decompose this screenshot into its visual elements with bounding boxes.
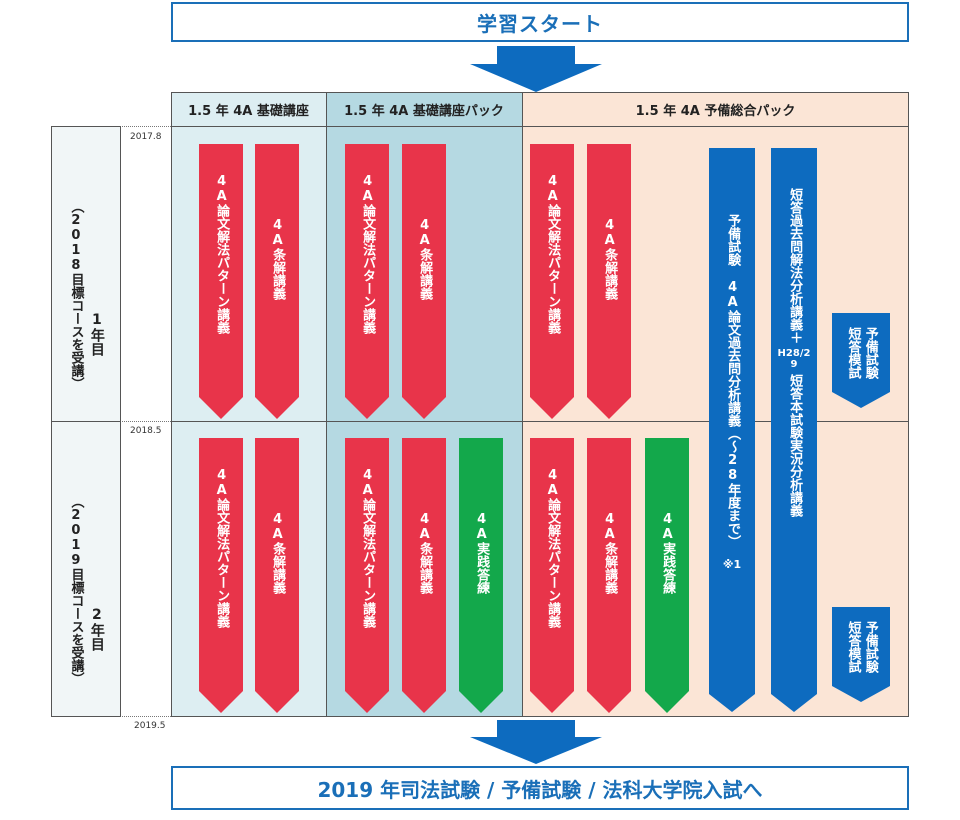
course-label: H28/29 [777,348,811,370]
date-leader [120,126,171,127]
date-leader [120,716,171,717]
mock-exam-arrow: 予備試験 短答模試 [832,607,890,702]
course-label: 4A条解講義 [270,512,286,594]
goal-box: 2019 年司法試験 / 予備試験 / 法科大学院入試へ [171,766,909,810]
course-label: 4A論文解法パターン講義 [214,174,230,334]
down-arrow-icon [470,46,602,92]
course-label: 4A条解講義 [602,218,618,300]
course-label: 4A実践答練 [474,512,490,594]
course-label: 4A条解講義 [602,512,618,594]
course-ribbon-jokai: 4A条解講義 [587,438,631,713]
course-label: 4A論文解法パターン講義 [360,174,376,334]
course-label: 4A条解講義 [417,512,433,594]
course-label: 4A論文解法パターン講義 [360,468,376,628]
course-ribbon-ronbun: 4A論文解法パターン講義 [530,438,574,713]
course-label: 4A論文解法パターン講義 [545,468,561,628]
course-ribbon-ronbun: 4A論文解法パターン講義 [199,438,243,713]
column-bg-kiso [171,92,326,717]
course-ribbon-jokai: 4A条解講義 [255,438,299,713]
course-ribbon-ronbun: 4A論文解法パターン講義 [530,144,574,419]
row-label-year2: 2年目 （2019目標コースを受講） [51,421,121,717]
grid-vline [326,92,327,717]
column-header-kiso-pack: 1.5 年 4A 基礎講座パック [326,92,522,126]
course-label: 4A論文解法パターン講義 [545,174,561,334]
course-label: 4A論文過去問分析講義（〜28年度まで） [725,280,741,548]
column-header-label: 1.5 年 4A 基礎講座パック [344,103,504,119]
date-label: 2019.5 [134,721,166,731]
course-label: 短答過去問解法分析講義＋ [787,188,803,344]
row-year: 1年目 [88,312,105,356]
row-year: 2年目 [88,607,105,651]
course-ribbon-jissen: 4A実践答練 [459,438,503,713]
course-ribbon-jokai: 4A条解講義 [255,144,299,419]
column-header-label: 1.5 年 4A 予備総合パック [635,103,796,119]
course-ribbon-ronbun: 4A論文解法パターン講義 [345,144,389,419]
column-header-yobi-pack: 1.5 年 4A 予備総合パック [522,92,909,126]
mock-exam-arrow: 予備試験 短答模試 [832,313,890,408]
down-arrow-icon [470,720,602,764]
column-header-kiso: 1.5 年 4A 基礎講座 [171,92,326,126]
date-leader [120,421,171,422]
row-label-year1: 1年目 （2018目標コースを受講） [51,126,121,422]
course-label: 予備試験 [725,214,741,266]
course-label: 4A論文解法パターン講義 [214,468,230,628]
course-ribbon-yobi-ronbun-kakomon: 予備試験 4A論文過去問分析講義（〜28年度まで） ※1 [709,148,755,712]
course-label: 4A実践答練 [660,512,676,594]
course-label: 4A条解講義 [417,218,433,300]
course-ribbon-ronbun: 4A論文解法パターン講義 [199,144,243,419]
course-ribbon-jissen: 4A実践答練 [645,438,689,713]
date-label: 2017.8 [130,132,162,142]
course-ribbon-tanto-kakomon: 短答過去問解法分析講義＋ H28/29 短答本試験実況分析講義 [771,148,817,712]
goal-label: 2019 年司法試験 / 予備試験 / 法科大学院入試へ [317,777,763,802]
start-box: 学習スタート [171,2,909,42]
course-label: 4A条解講義 [270,218,286,300]
course-ribbon-ronbun: 4A論文解法パターン講義 [345,438,389,713]
grid-vline [522,92,523,717]
course-note: ※1 [722,558,742,571]
course-label: 短答模試 [845,621,861,673]
column-header-label: 1.5 年 4A 基礎講座 [188,103,309,119]
row-course: （2018目標コースを受講） [68,200,84,390]
course-label: 予備試験 [862,327,878,379]
start-label: 学習スタート [477,11,603,36]
course-label: 予備試験 [862,621,878,673]
course-ribbon-jokai: 4A条解講義 [402,438,446,713]
course-ribbon-jokai: 4A条解講義 [587,144,631,419]
course-ribbon-jokai: 4A条解講義 [402,144,446,419]
grid-border [171,92,909,717]
row-course: （2019目標コースを受講） [68,495,84,685]
grid-hline [171,421,909,422]
course-label: 短答本試験実況分析講義 [787,374,803,517]
grid-hline [171,126,909,127]
date-label: 2018.5 [130,426,162,436]
course-label: 短答模試 [845,327,861,379]
